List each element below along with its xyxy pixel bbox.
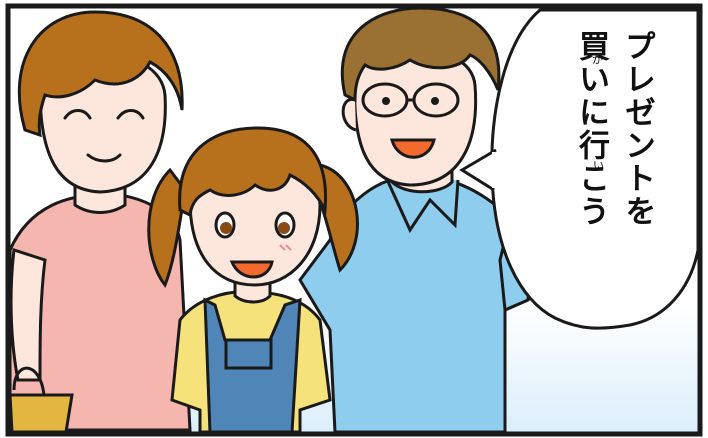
furigana-ka: か bbox=[592, 53, 603, 66]
speech-line-2: 買いに行こう bbox=[573, 30, 609, 228]
speech-bubble bbox=[490, 8, 700, 330]
furigana-i: い bbox=[593, 159, 604, 172]
mother-character bbox=[8, 10, 192, 434]
speech-bubble-text: プレゼントを 買いに行こう bbox=[540, 30, 660, 300]
daughter-character bbox=[147, 126, 359, 434]
panel-border bbox=[5, 3, 703, 437]
speech-line-1: プレゼントを bbox=[619, 30, 655, 228]
father-character bbox=[298, 6, 530, 434]
